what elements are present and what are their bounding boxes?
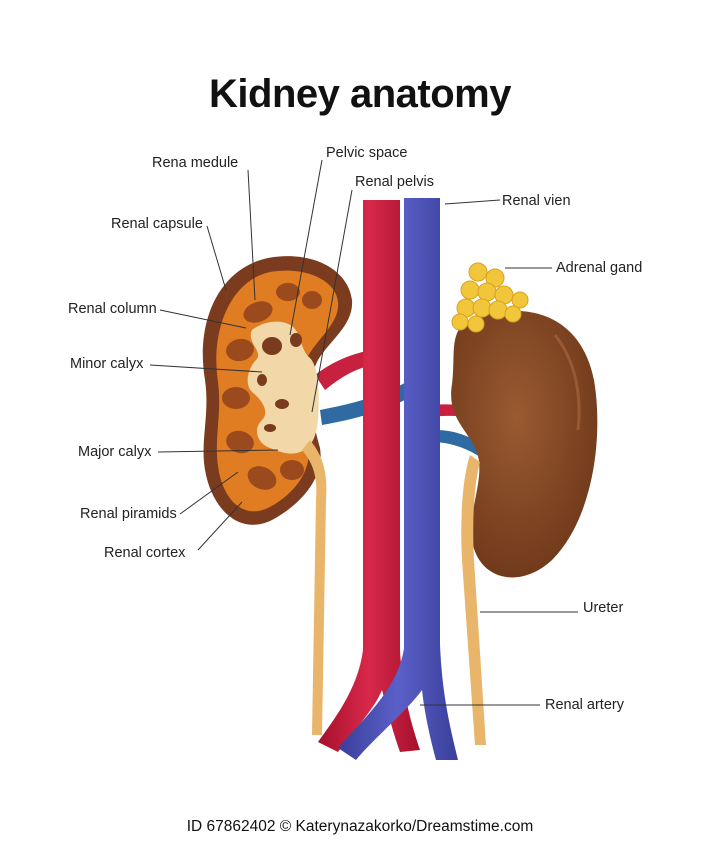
label-adrenal-gand: Adrenal gand [556,260,642,276]
adrenal-gland [451,262,529,333]
diagram-title: Kidney anatomy [209,72,511,116]
label-renal-pelvis: Renal pelvis [355,174,434,190]
label-renal-cortex: Renal cortex [104,545,186,561]
image-credit: ID 67862402 © Katerynazakorko/Dreamstime… [186,818,534,835]
leader-lines [149,159,578,706]
vena-cava [338,198,458,760]
label-major-calyx: Major calyx [78,444,152,460]
renal-pelvis-shape [247,321,319,454]
label-renal-piramids: Renal piramids [80,506,177,522]
label-ureter: Ureter [583,600,623,616]
left-ureter [302,440,327,735]
renal-pyramids [222,283,322,490]
label-renal-vien: Renal vien [502,193,571,209]
label-rena-medule: Rena medule [152,155,238,171]
label-renal-column: Renal column [68,301,157,317]
left-kidney-cross-section [202,256,353,735]
aorta [318,200,420,752]
right-ureter [461,455,486,745]
label-minor-calyx: Minor calyx [70,356,144,372]
label-renal-capsule: Renal capsule [111,216,203,232]
label-renal-artery: Renal artery [545,697,625,713]
label-pelvic-space: Pelvic space [326,145,407,161]
renal-sinus-spaces [257,333,302,432]
right-kidney [451,310,598,745]
